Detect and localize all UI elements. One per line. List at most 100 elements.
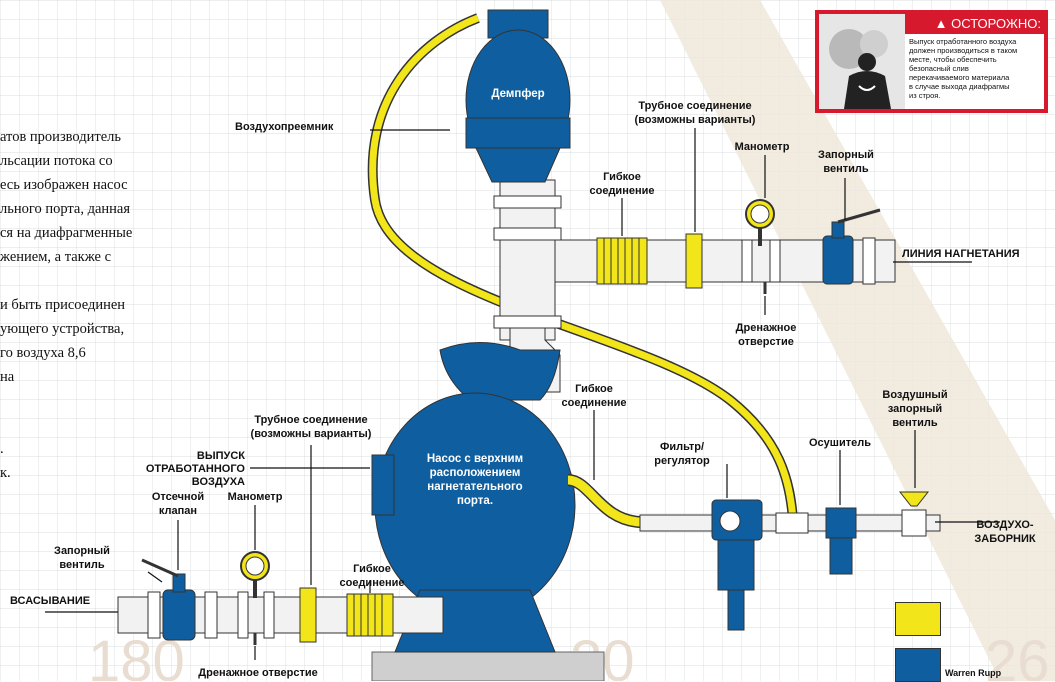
air-inlet-label-1: ВОЗДУХО-: [976, 519, 1034, 531]
air-inlet-label-2: ЗАБОРНИК: [974, 533, 1035, 545]
discharge-valve-stem: [831, 221, 845, 239]
flex-mid-label-1: Гибкое: [575, 383, 613, 395]
warning-title: ОСТОРОЖНО:: [951, 16, 1041, 31]
valve-bottom-label-1: Запорный: [54, 545, 110, 557]
pipe-connection-top-label-1: Трубное соединение: [638, 100, 751, 112]
suction-shutoff-valve: [162, 589, 196, 641]
scale-number-3: 26: [985, 629, 1050, 681]
shutoff-valve-label-2: клапан: [159, 505, 197, 517]
filter-label-2: регулятор: [654, 455, 710, 467]
body-line: жением, а также с: [0, 249, 112, 265]
gauge-bottom-label: Манометр: [228, 491, 283, 503]
drain-top-label-2: отверстие: [738, 336, 794, 348]
filter-label-1: Фильтр/: [660, 441, 704, 453]
body-line: ся на диафрагменные: [0, 225, 133, 241]
discharge-shutoff-valve: [822, 235, 854, 285]
air-valve-label-2: запорный: [888, 403, 942, 415]
exhaust-label-2: ОТРАБОТАННОГО: [146, 463, 246, 475]
inhalation-hazard-icon: [829, 29, 891, 109]
damper-cap: [487, 9, 549, 39]
pipe-flange-1: [493, 195, 562, 209]
warning-inner: ▲ ОСТОРОЖНО: Выпуск отработанного воздух…: [819, 14, 1044, 109]
gauge-top-label: Манометр: [735, 141, 790, 153]
body-line: на: [0, 369, 15, 385]
flex-top-label-1: Гибкое: [603, 171, 641, 183]
drain-top-label-1: Дренажное: [736, 322, 797, 334]
shutoff-valve-label-1: Отсечной: [152, 491, 204, 503]
damper-base: [475, 147, 561, 183]
suction-flange-1: [147, 591, 161, 639]
suction-flange-2: [204, 591, 218, 639]
pump-top-manifold: [439, 342, 561, 401]
flex-coupling-bottom-ribs: [353, 594, 383, 636]
pipe-connection-bottom-label-1: Трубное соединение: [254, 414, 367, 426]
leader-lines: [45, 128, 1000, 660]
warning-line: должен производиться в таком: [909, 46, 1018, 55]
warning-line: в случае выхода диафрагмы: [909, 82, 1010, 91]
valve-top-label-2: вентиль: [823, 163, 869, 175]
air-dryer-bowl: [829, 537, 853, 575]
body-line: [0, 413, 200, 437]
air-line-tee: [775, 512, 809, 534]
warning-header: ▲ ОСТОРОЖНО:: [905, 14, 1044, 34]
pump-base: [371, 651, 605, 681]
pipe-connection-top-label-2: (возможны варианты): [635, 114, 756, 126]
suction-valve-stem: [172, 573, 186, 593]
air-shutoff-valve-body: [901, 509, 927, 537]
damper-label: Демпфер: [491, 88, 544, 100]
warning-line: перекачиваемого материала: [909, 73, 1010, 82]
body-line: го воздуха 8,6: [0, 345, 86, 361]
brand-label: Warren Rupp: [945, 668, 1002, 678]
air-shutoff-valve-handle: [898, 491, 930, 507]
body-line: ующего устройства,: [0, 321, 125, 337]
air-valve-label-1: Воздушный: [882, 389, 947, 401]
gauge-tee-top-1: [741, 239, 753, 283]
air-intake-label: Воздухопреемник: [235, 121, 334, 133]
suction-label: ВСАСЫВАНИЕ: [10, 595, 90, 607]
filter-drain: [727, 589, 745, 631]
filter-bowl: [717, 539, 755, 591]
exhaust-label-3: ВОЗДУХА: [192, 476, 245, 488]
drain-bottom-label: Дренажное отверстие: [198, 667, 317, 679]
flex-mid-label-2: соединение: [562, 397, 627, 409]
valve-top-label-1: Запорный: [818, 149, 874, 161]
body-line: [0, 389, 200, 413]
pump-air-hose: [567, 475, 641, 527]
air-valve-label-3: вентиль: [892, 417, 938, 429]
exhaust-label-1: ВЫПУСК: [197, 450, 245, 462]
legend-yellow-swatch: [895, 602, 941, 636]
body-line: льсации потока со: [0, 153, 113, 169]
warning-line: месте, чтобы обеспечить: [909, 55, 997, 64]
pipe-connection-bottom-label-2: (возможны варианты): [251, 428, 372, 440]
pipe-connection-top: [685, 233, 703, 289]
pump-exhaust-port: [371, 454, 395, 516]
air-dryer: [825, 507, 857, 539]
suction-valve-handle: [141, 558, 179, 578]
pipe-flange-2: [493, 227, 562, 241]
warning-line: безопасный слив: [909, 64, 969, 73]
gauge-tee-bottom-1: [237, 591, 249, 639]
body-line: атов производитель: [0, 129, 122, 145]
pressure-gauge-top-face: [750, 204, 770, 224]
pump-label-line2: расположением: [430, 467, 521, 479]
flex-coupling-top-ribs: [603, 238, 640, 284]
pump-label-line1: Насос с верхним: [427, 453, 523, 465]
damper-flange: [465, 117, 571, 149]
body-line: льного порта, данная: [0, 201, 131, 217]
body-text: атов производитель льсации потока со есь и…: [0, 125, 200, 485]
pump-label-line4: порта.: [457, 495, 493, 507]
discharge-line-label: ЛИНИЯ НАГНЕТАНИЯ: [902, 248, 1020, 260]
legend-blue-swatch: [895, 648, 941, 682]
warning-label: ▲ ОСТОРОЖНО: Выпуск отработанного воздух…: [815, 10, 1048, 113]
warning-line: Выпуск отработанного воздуха: [909, 37, 1017, 46]
pipe-connection-bottom: [299, 587, 317, 643]
pressure-gauge-bottom-face: [245, 556, 265, 576]
body-line: [0, 269, 200, 293]
damper-air-hose: [369, 14, 797, 521]
pump-label-line3: нагнетательного: [427, 481, 522, 493]
warning-pictogram: [819, 14, 905, 109]
body-line: есь изображен насос: [0, 177, 128, 193]
warning-text: Выпуск отработанного воздуха должен прои…: [909, 37, 1044, 100]
body-line: .: [0, 441, 4, 457]
